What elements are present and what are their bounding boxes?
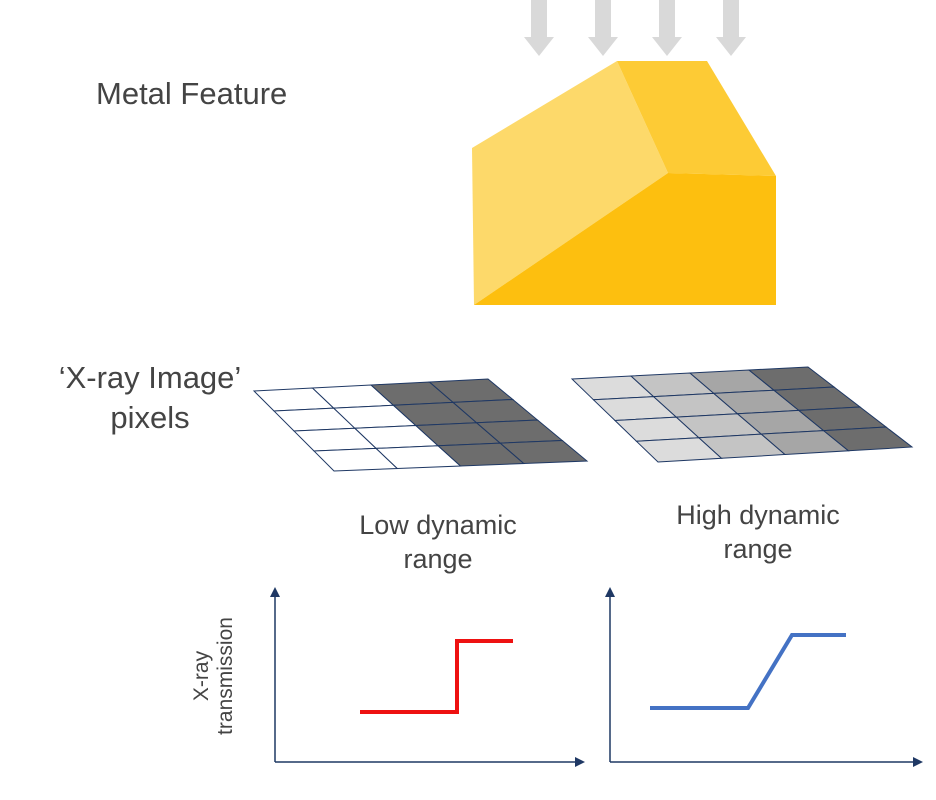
beam-arrow-3	[652, 0, 682, 56]
high-range-pixel-grid	[570, 366, 914, 463]
high-range-ramp-curve	[650, 633, 846, 710]
beam-arrow-1	[524, 0, 554, 56]
ylabel-line1: X-ray	[190, 650, 213, 702]
xray-label-line1: ‘X-ray Image’	[58, 360, 242, 395]
high-label-line2: range	[723, 534, 793, 564]
high-range-plot	[605, 587, 923, 767]
metal-top-face	[617, 61, 776, 176]
high-label-line1: High dynamic	[676, 500, 840, 530]
metal-front-face	[474, 173, 776, 305]
ylabel-line2: transmission	[214, 617, 237, 735]
low-pixel-r4-c4	[498, 439, 589, 465]
high-pixel-r4-c4	[822, 426, 914, 452]
xray-image-pixels-label: ‘X-ray Image’ pixels	[38, 358, 262, 438]
low-range-pixel-grid	[252, 378, 589, 472]
high-dynamic-range-label: High dynamic range	[650, 498, 866, 566]
low-dynamic-range-label: Low dynamic range	[330, 508, 546, 576]
xray-label-line2: pixels	[110, 400, 190, 435]
xray-beam-arrows	[524, 0, 746, 56]
low-label-line2: range	[403, 544, 473, 574]
low-range-plot	[270, 587, 585, 767]
metal-left-face	[472, 61, 668, 305]
metal-feature-block	[472, 61, 776, 305]
low-range-step-curve	[360, 639, 513, 714]
metal-feature-title: Metal Feature	[96, 76, 288, 111]
beam-arrow-4	[716, 0, 746, 56]
low-label-line1: Low dynamic	[359, 510, 517, 540]
beam-arrow-2	[588, 0, 618, 56]
